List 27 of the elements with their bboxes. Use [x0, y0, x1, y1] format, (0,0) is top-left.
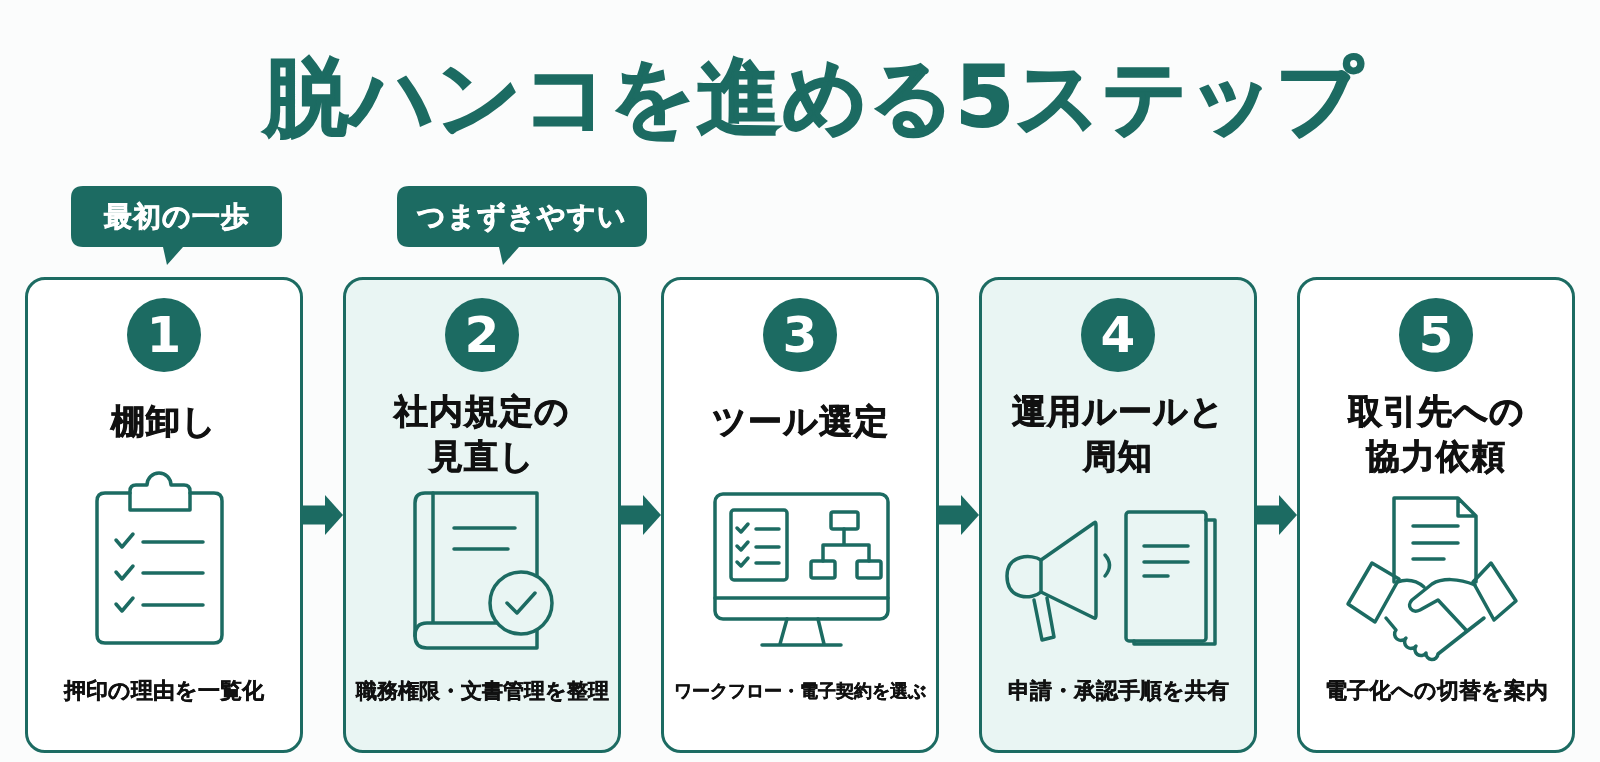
- step-title: ツール選定: [711, 400, 889, 443]
- arrow: [939, 495, 979, 535]
- step-title: 運用ルールと周知: [1011, 390, 1225, 478]
- step-title: 社内規定の見直し: [393, 390, 571, 478]
- callout-bubble: つまずきやすい: [397, 186, 647, 265]
- step-description: 押印の理由を一覧化: [64, 677, 264, 705]
- number-circle: 1: [127, 298, 201, 372]
- step-card: [979, 277, 1257, 753]
- step-description: 職務権限・文書管理を整理: [355, 678, 609, 705]
- step-description: 申請・承認手順を共有: [1007, 677, 1229, 705]
- number-circle: 4: [1081, 298, 1155, 372]
- number-circle: 2: [445, 298, 519, 372]
- step-card: [661, 277, 939, 753]
- step-card: [1297, 277, 1575, 753]
- step-title: 棚卸し: [110, 400, 218, 443]
- arrow: [621, 495, 661, 535]
- number-circle: 3: [763, 298, 837, 372]
- step-card: [25, 277, 303, 753]
- step-description: ワークフロー・電子契約を選ぶ: [674, 679, 926, 703]
- step-description: 電子化への切替を案内: [1324, 677, 1548, 705]
- arrow: [1257, 495, 1297, 535]
- arrow: [303, 495, 343, 535]
- step-title: 取引先への協力依頼: [1347, 390, 1525, 478]
- step-card: [343, 277, 621, 753]
- title: 脱ハンコを進める5ステップ: [263, 55, 1363, 139]
- callout-bubble: 最初の一歩: [71, 186, 282, 265]
- number-circle: 5: [1399, 298, 1473, 372]
